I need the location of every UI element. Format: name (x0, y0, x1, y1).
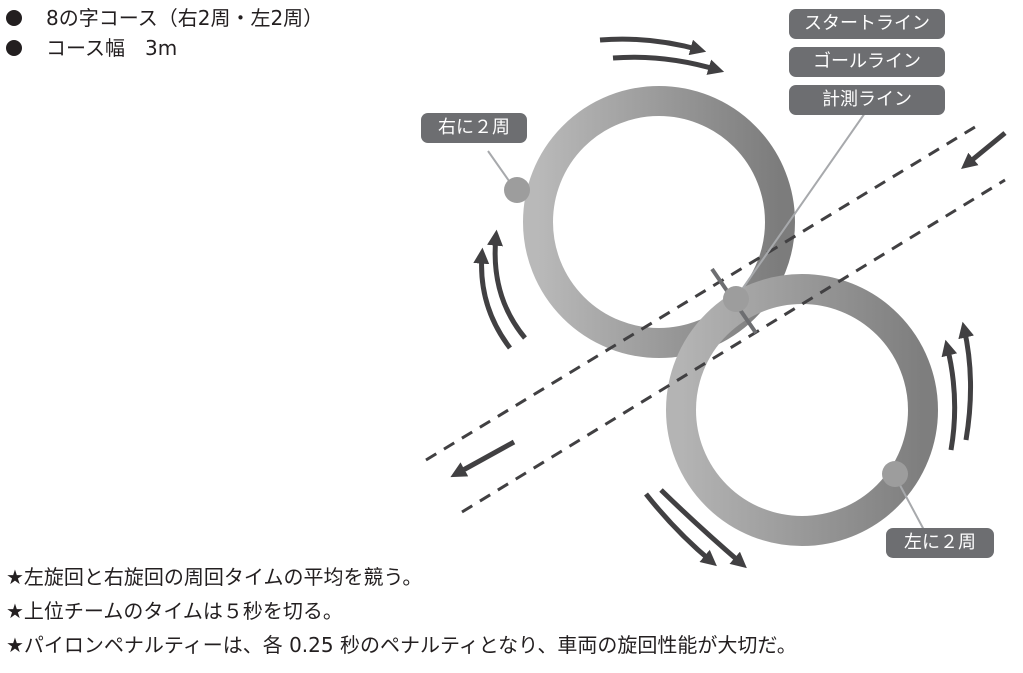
pylon-icon (723, 286, 749, 312)
course-boundary-line-lower (461, 178, 1006, 514)
right-turn-loop (523, 86, 795, 358)
bullet-dot-icon (6, 40, 22, 56)
direction-arrow-icon (473, 247, 512, 350)
start-label-leader (735, 112, 866, 299)
direction-arrow-icon (958, 321, 974, 441)
note-line: ★上位チームのタイムは５秒を切る。 (6, 599, 343, 623)
direction-arrow-icon (599, 36, 707, 56)
pylon-icon (882, 461, 908, 487)
left-turn-loop (666, 274, 938, 546)
note-line: ★パイロンペナルティーは、各 0.25 秒のペナルティとなり、車両の旋回性能が大… (6, 633, 797, 657)
direction-arrow-icon (961, 131, 1007, 170)
direction-arrow-icon (612, 54, 725, 75)
direction-arrow-icon (941, 339, 958, 451)
right-loop-label: 右に２周 (421, 113, 527, 143)
note-line: ★左旋回と右旋回の周回タイムの平均を競う。 (6, 565, 423, 589)
course-shape-text: 8の字コース（右2周・左2周） (46, 6, 324, 30)
goal-line-label: ゴールライン (789, 47, 945, 77)
course-boundary-line-upper (425, 125, 976, 462)
direction-arrow-icon (487, 229, 527, 340)
direction-arrow-icon (644, 492, 717, 567)
measure-line-label: 計測ライン (789, 85, 945, 115)
course-width-text: コース幅 3m (46, 36, 178, 60)
direction-arrow-icon (450, 439, 516, 478)
rules-notes: ★左旋回と右旋回の周回タイムの平均を競う。 ★上位チームのタイムは５秒を切る。 … (6, 562, 797, 664)
start-line-label: スタートライン (789, 9, 945, 39)
bullet-dot-icon (6, 10, 22, 26)
pylon-icon (504, 177, 530, 203)
left-loop-label: 左に２周 (886, 528, 994, 558)
direction-arrow-icon (659, 488, 747, 569)
